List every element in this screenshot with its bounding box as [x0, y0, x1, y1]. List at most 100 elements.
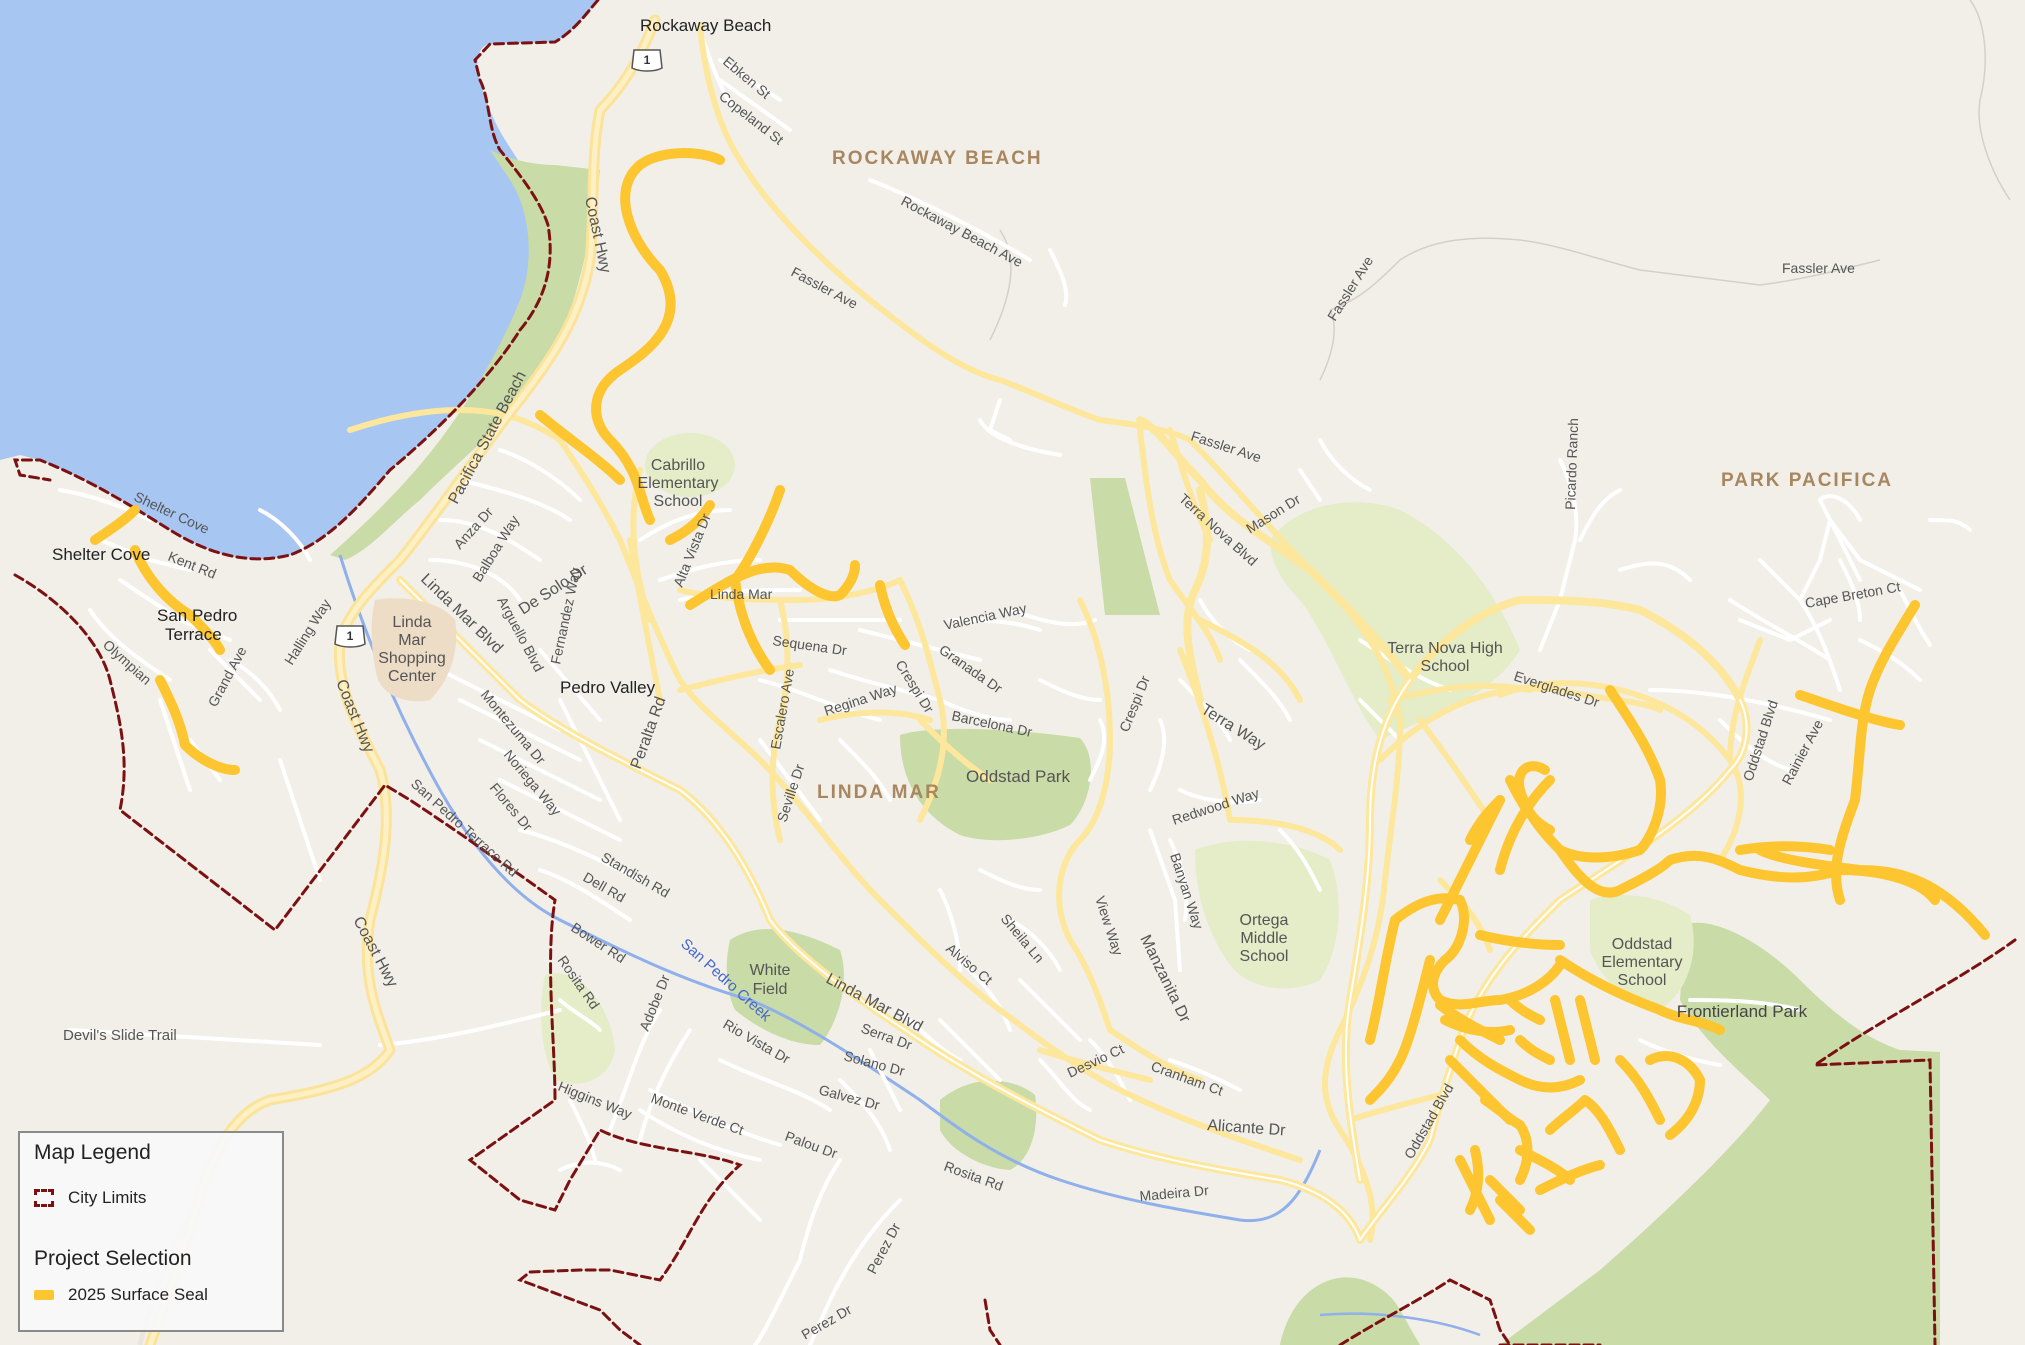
poi-oddstad-elem-2: Elementary — [1602, 954, 1683, 971]
seal-segment — [1615, 1055, 1665, 1125]
poi-cabrillo-2: Elementary — [638, 475, 719, 492]
pacifica-state-beach-area — [330, 150, 600, 560]
poi-shopping-1: Linda — [392, 614, 431, 631]
seal-segment — [1495, 775, 1555, 875]
label-devils-slide: Devil's Slide Trail — [63, 1027, 177, 1044]
highway-1-road-inner — [147, 17, 658, 1345]
shield-label: 1 — [644, 53, 651, 67]
poi-white-field-1: White — [750, 962, 791, 979]
poi-shopping-3: Shopping — [378, 650, 446, 667]
seal-segment — [130, 545, 225, 655]
seal-segment — [90, 505, 140, 545]
seal-segment — [591, 148, 725, 525]
seal-segment — [1555, 955, 1725, 1035]
seal-segment — [1545, 1095, 1625, 1155]
poi-ortega-2: Middle — [1240, 930, 1287, 947]
seal-segment — [1485, 1175, 1525, 1215]
ortega-school-grounds — [1195, 840, 1339, 989]
map-legend: Map Legend City Limits Project Selection… — [18, 1131, 284, 1332]
shopping-center-lot — [371, 598, 457, 702]
oddstad-elementary-grounds — [1590, 895, 1694, 1010]
poi-shopping-2: Mar — [398, 632, 426, 649]
oddstad-park-area — [900, 728, 1091, 841]
seal-segment — [1645, 1051, 1705, 1140]
seal-segment — [875, 580, 910, 650]
shield-label: 1 — [347, 629, 354, 643]
place-terrace: Terrace — [165, 625, 222, 644]
area-label-park-pacifica: PARK PACIFICA — [1721, 470, 1893, 491]
street-linda-mar-partial: Linda Mar — [710, 586, 773, 602]
secondary-roads — [347, 22, 1763, 1243]
seal-segment — [1735, 841, 1835, 855]
legend-city-limits-label: City Limits — [68, 1188, 147, 1207]
legend-title: Map Legend — [34, 1141, 151, 1164]
surface-seal-swatch-icon — [34, 1290, 54, 1300]
poi-cabrillo-1: Cabrillo — [651, 457, 705, 474]
legend-item-city-limits: City Limits — [34, 1188, 146, 1208]
seal-segment — [1535, 1160, 1605, 1195]
terrain-contours — [989, 0, 2011, 381]
ocean-water — [0, 0, 598, 559]
place-pedro-valley: Pedro Valley — [560, 678, 656, 697]
area-label-rockaway-beach: ROCKAWAY BEACH — [832, 148, 1043, 169]
poi-terra-nova-2: School — [1421, 658, 1470, 675]
seal-segment — [1455, 1035, 1585, 1093]
poi-oddstad-elem-3: School — [1618, 972, 1667, 989]
city-limits-swatch-icon — [34, 1189, 54, 1207]
place-shelter-cove: Shelter Cove — [52, 545, 150, 564]
city-limits-boundary — [12, 0, 2017, 1345]
parks-layer — [541, 433, 1940, 1345]
poi-cabrillo-3: School — [654, 493, 703, 510]
seal-segment — [1475, 930, 1565, 950]
seal-segment — [1495, 1195, 1535, 1235]
green-strip — [1090, 478, 1160, 615]
street-madeira: Madeira Dr — [1139, 1182, 1210, 1204]
seal-segment — [1365, 893, 1565, 1045]
san-pedro-creek-line — [338, 554, 1322, 1223]
poi-shopping-4: Center — [388, 668, 437, 685]
seal-segment — [1465, 1145, 1484, 1215]
seal-segment — [1440, 1015, 1515, 1037]
street-alicante: Alicante Dr — [1207, 1117, 1287, 1139]
poi-frontierland: Frontierland Park — [1677, 1002, 1808, 1021]
seal-segment — [1830, 600, 1920, 905]
seal-segment — [685, 560, 860, 610]
poi-ortega-3: School — [1240, 948, 1289, 965]
surface-seal-layer — [90, 148, 1990, 1235]
seal-segment — [1550, 995, 1575, 1065]
seal-segment — [1445, 1055, 1515, 1125]
cabrillo-school-grounds — [645, 433, 735, 497]
poi-terra-nova-1: Terra Nova High — [1387, 640, 1503, 657]
minor-roads — [58, 28, 1972, 1345]
legend-surface-seal-label: 2025 Surface Seal — [68, 1285, 208, 1304]
poi-ortega-1: Ortega — [1240, 912, 1289, 929]
small-park — [940, 1080, 1037, 1170]
seal-segment — [1455, 1155, 1495, 1225]
area-label-linda-mar: LINDA MAR — [817, 782, 941, 803]
seal-segment — [535, 410, 625, 485]
frontierland-park-area — [1500, 922, 1940, 1345]
seal-segment — [1505, 775, 1555, 835]
poi-white-field-2: Field — [753, 981, 788, 998]
seal-segment — [1435, 855, 1475, 925]
white-field-area — [726, 929, 844, 1045]
seal-segment — [155, 675, 240, 775]
hwy-1-shield-south: 1 — [334, 625, 366, 648]
creek-branch — [1319, 1312, 1481, 1337]
poi-oddstad-park: Oddstad Park — [966, 767, 1070, 786]
seal-segment — [665, 500, 715, 545]
street-picardo: Picardo Ranch — [1562, 418, 1581, 510]
seal-segment — [1795, 690, 1905, 730]
place-rockaway-beach: Rockaway Beach — [640, 16, 771, 35]
legend-item-surface-seal: 2025 Surface Seal — [34, 1285, 208, 1305]
street-fassler-ave-4: Fassler Ave — [1782, 260, 1855, 276]
seal-segment — [1755, 845, 1990, 940]
road-centerlines — [399, 579, 1748, 1241]
bottom-green-area — [1280, 1277, 1420, 1345]
seal-segment — [1465, 795, 1505, 865]
seal-segment — [1505, 995, 1545, 1025]
seal-segment — [1365, 955, 1435, 1105]
seal-segment — [1515, 1035, 1555, 1065]
place-san-pedro: San Pedro — [157, 606, 237, 625]
